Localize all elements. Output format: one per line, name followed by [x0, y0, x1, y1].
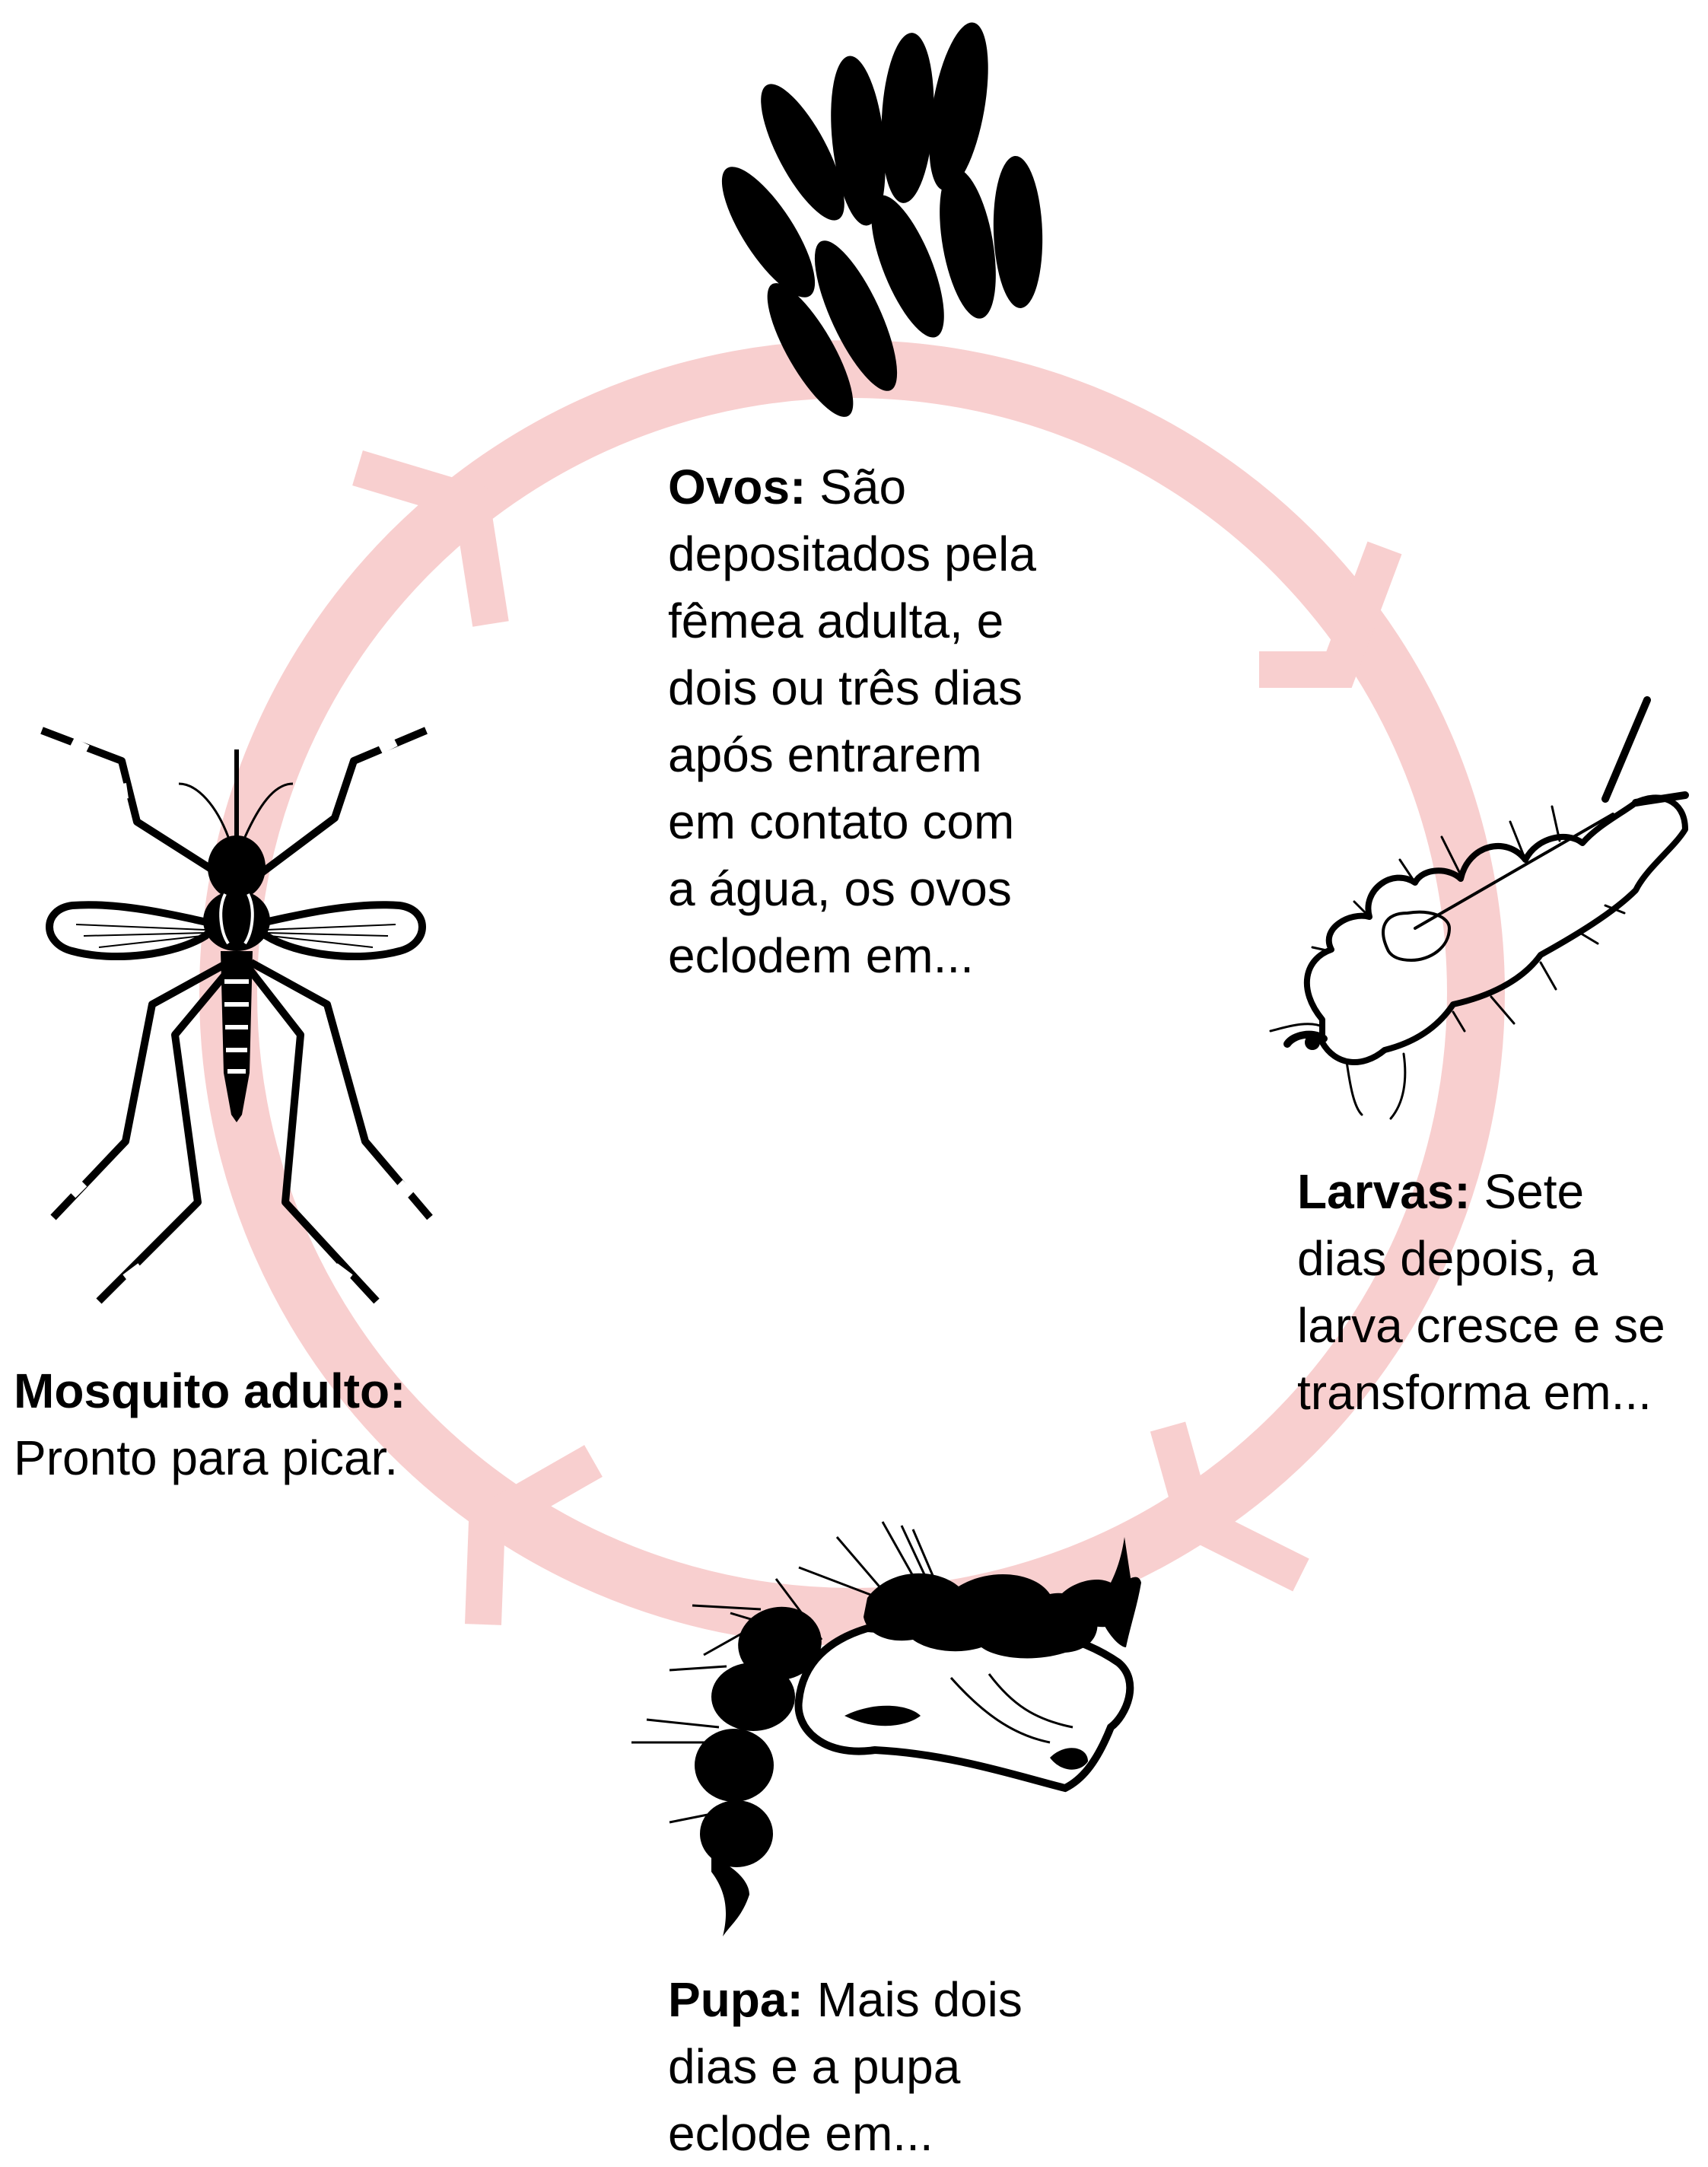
larvas-term: Larvas: — [1297, 1164, 1471, 1219]
ovos-term: Ovos: — [668, 460, 806, 514]
larvas-text-2: dias depois, a — [1297, 1225, 1665, 1292]
mosquito-icon — [42, 730, 430, 1301]
ovos-text-4: dois ou três dias — [668, 654, 1036, 721]
pupa-line-1: Pupa: Mais dois — [668, 1966, 1023, 2033]
pupa-text-1: Mais dois — [803, 1972, 1023, 2027]
ovos-text-1: São — [806, 460, 906, 514]
adulto-term: Mosquito adulto: — [14, 1364, 406, 1418]
stage-label-pupa: Pupa: Mais dois dias e a pupa eclode em.… — [668, 1966, 1023, 2167]
stage-label-adulto: Mosquito adulto: Pronto para picar. — [14, 1357, 406, 1491]
ovos-text-7: a água, os ovos — [668, 855, 1036, 922]
pupa-text-3: eclode em... — [668, 2100, 1023, 2167]
ovos-text-2: depositados pela — [668, 520, 1036, 587]
stage-label-ovos: Ovos: São depositados pela fêmea adulta,… — [668, 453, 1036, 989]
larvas-text-3: larva cresce e se — [1297, 1292, 1665, 1359]
larvas-line-1: Larvas: Sete — [1297, 1158, 1665, 1225]
pupa-term: Pupa: — [668, 1972, 803, 2027]
adulto-text-2: Pronto para picar. — [14, 1424, 406, 1491]
pupa-text-2: dias e a pupa — [668, 2033, 1023, 2100]
ovos-text-3: fêmea adulta, e — [668, 587, 1036, 654]
larvas-text-1: Sete — [1471, 1164, 1584, 1219]
ovos-text-6: em contato com — [668, 788, 1036, 855]
adulto-line-1: Mosquito adulto: — [14, 1357, 406, 1424]
ovos-text-5: após entrarem — [668, 721, 1036, 788]
stage-label-larvas: Larvas: Sete dias depois, a larva cresce… — [1297, 1158, 1665, 1426]
ovos-line-1: Ovos: São — [668, 453, 1036, 520]
larvas-text-4: transforma em... — [1297, 1359, 1665, 1426]
ovos-text-8: eclodem em... — [668, 922, 1036, 989]
